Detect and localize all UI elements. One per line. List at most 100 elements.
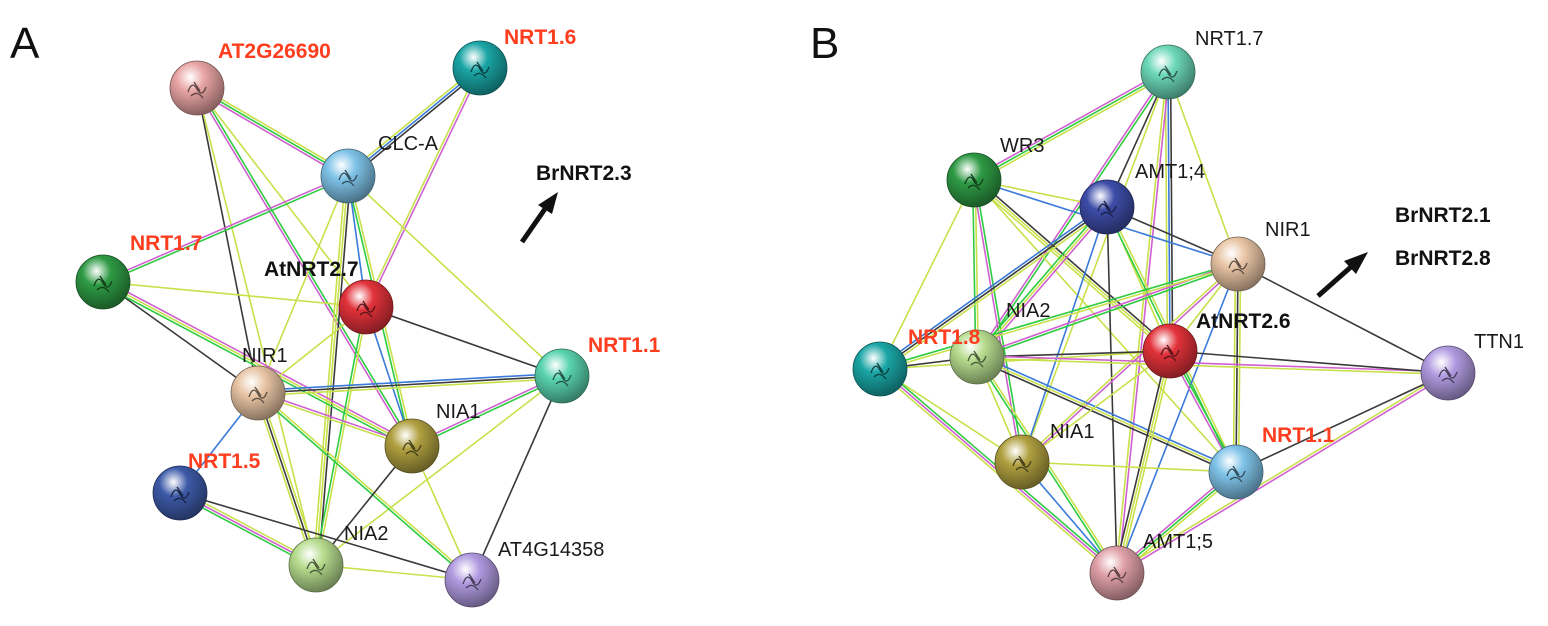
edge-amt1-4-nia2 — [976, 206, 1108, 358]
edge-wr3-teal — [879, 179, 975, 370]
panel-b-annotation-2: BrNRT2.8 — [1395, 247, 1491, 270]
protein-structure-icon — [93, 275, 113, 293]
arrow-head — [538, 192, 558, 214]
edge-nrt1-7-wr3 — [974, 73, 1170, 183]
edge-amt1-4-teal — [878, 204, 1106, 368]
label-nrt1-7: NRT1.7 — [1195, 28, 1264, 50]
label-nrt1-1: NRT1.1 — [588, 334, 661, 357]
label-nir1: NIR1 — [242, 345, 288, 367]
edge-clc-a-nrt1-1 — [347, 175, 563, 377]
label-atnrt2-6: AtNRT2.6 — [1196, 310, 1291, 333]
edge-nrt1-1-nir1 — [258, 377, 563, 397]
edge-nrt1-6-atnrt2-7 — [364, 67, 480, 307]
edge-nrt1-7-atnrt2-6 — [1169, 71, 1174, 351]
edge-nrt1-7-amt1-5 — [1117, 72, 1171, 574]
protein-structure-icon — [1228, 257, 1248, 275]
label-amt1-4: AMT1;4 — [1135, 161, 1205, 183]
protein-structure-icon — [1107, 566, 1127, 584]
edge-atnrt2-7-nia2 — [313, 306, 366, 565]
label-clc-a: CLC-A — [378, 133, 439, 155]
label-at4g14358: AT4G14358 — [498, 539, 604, 561]
protein-structure-icon — [967, 350, 987, 368]
edge-nrt1-7-nia1 — [1021, 71, 1169, 463]
label-nia1: NIA1 — [1050, 421, 1094, 443]
protein-structure-icon — [964, 173, 984, 191]
edge-nir1-nia2 — [257, 392, 317, 566]
label-nia2: NIA2 — [344, 523, 388, 545]
edge-nrt1-6-clc-a — [349, 69, 483, 179]
protein-structure-icon — [356, 300, 376, 318]
panel-b-edges — [877, 69, 1450, 576]
panel-a-arrow — [519, 192, 558, 244]
edge-nrt1-7-wr3 — [973, 71, 1169, 181]
edge-nir1-nrt1-1 — [1237, 264, 1242, 473]
panel-b-letter: B — [810, 19, 839, 68]
edge-atnrt2-7-nia2 — [316, 307, 369, 566]
edge-nia2-nrt1-1 — [976, 356, 1237, 473]
protein-structure-icon — [870, 362, 890, 380]
edge-nir1-amt1-5 — [1116, 263, 1239, 574]
protein-structure-icon — [462, 573, 482, 591]
edge-at2g26690-nir1 — [196, 87, 259, 394]
edge-wr3-atnrt2-6 — [971, 181, 1169, 354]
edge-clc-a-nia2 — [312, 175, 347, 565]
label-ttn1: TTN1 — [1474, 331, 1524, 353]
panel-b-annotation-1: BrNRT2.1 — [1395, 204, 1491, 227]
edge-nrt1-1-nia1 — [411, 374, 562, 446]
edge-wr3-atnrt2-6 — [975, 177, 1173, 350]
edge-nia1-nrt1-1 — [1021, 461, 1237, 473]
label-atnrt2-7: AtNRT2.7 — [264, 258, 359, 281]
edge-nir1-teal — [880, 264, 1239, 372]
label-nir1: NIR1 — [1265, 219, 1311, 241]
edge-ttn1-nrt1-1 — [1235, 372, 1449, 473]
protein-structure-icon — [470, 61, 490, 79]
edge-nrt1-7-wr3 — [972, 69, 1168, 179]
arrow-shaft — [519, 204, 550, 244]
protein-structure-icon — [1438, 366, 1458, 384]
edge-amt1-4-nia2 — [974, 204, 1106, 356]
edge-amt1-4-nia2 — [978, 208, 1110, 360]
edge-clc-a-nir1 — [257, 175, 349, 394]
protein-structure-icon — [338, 169, 358, 187]
panel-a-edges — [101, 65, 563, 582]
edge-at2g26690-clc-a — [196, 87, 349, 177]
edge-atnrt2-6-nia1 — [1021, 350, 1171, 463]
label-nrt1-6: NRT1.6 — [504, 26, 576, 49]
edge-wr3-nrt1-1 — [973, 179, 1237, 473]
panel-b-network: B BrNRT2.1 BrNRT2.8 NRT1.7WR3AMT1;4NIR1N… — [810, 19, 1524, 601]
edge-nrt1-7-nia1 — [102, 281, 413, 447]
edge-nrt1-7-nia1 — [103, 278, 414, 445]
edge-at2g26690-nia2 — [196, 87, 317, 566]
edge-ttn1-amt1-5 — [1115, 371, 1448, 573]
edge-nrt1-6-atnrt2-7 — [366, 68, 482, 308]
label-nrt1-8: NRT1.8 — [908, 326, 981, 349]
edge-teal-nia1 — [879, 368, 1023, 463]
label-at2g26690: AT2G26690 — [218, 40, 331, 63]
edge-wr3-atnrt2-6 — [973, 179, 1171, 352]
edge-atnrt2-6-amt1-5 — [1116, 350, 1171, 574]
edge-nir1-ttn1 — [1237, 263, 1449, 374]
edge-nrt1-7-nia2 — [977, 72, 1170, 359]
edge-nrt1-7-atnrt2-6 — [1164, 72, 1169, 352]
protein-structure-icon — [1012, 455, 1032, 473]
edge-nrt1-1-nir1 — [257, 375, 563, 394]
edge-nrt1-7-nia2 — [975, 70, 1168, 357]
protein-structure-icon — [1226, 465, 1246, 483]
edge-at2g26690-clc-a — [195, 89, 348, 179]
edge-nia2-ttn1 — [976, 357, 1448, 376]
edge-teal-amt1-5 — [877, 370, 1116, 576]
arrow-shaft — [1316, 264, 1354, 298]
panel-b-arrow — [1316, 252, 1368, 298]
edge-nir1-nrt1-1 — [1235, 263, 1239, 473]
edge-nrt1-1-at4g14358 — [471, 375, 563, 581]
edge-atnrt2-6-ttn1 — [1169, 350, 1449, 374]
edge-nir1-nia2 — [977, 264, 1239, 359]
label-nia1: NIA1 — [436, 401, 480, 423]
edge-clc-a-nia2 — [317, 176, 352, 566]
label-nrt1-5: NRT1.5 — [188, 450, 261, 473]
edge-amt1-4-teal — [879, 206, 1108, 370]
protein-structure-icon — [306, 558, 326, 576]
edge-nrt1-1-nia1 — [412, 376, 563, 448]
label-nrt1-1: NRT1.1 — [1262, 424, 1335, 447]
protein-structure-icon — [170, 486, 190, 504]
